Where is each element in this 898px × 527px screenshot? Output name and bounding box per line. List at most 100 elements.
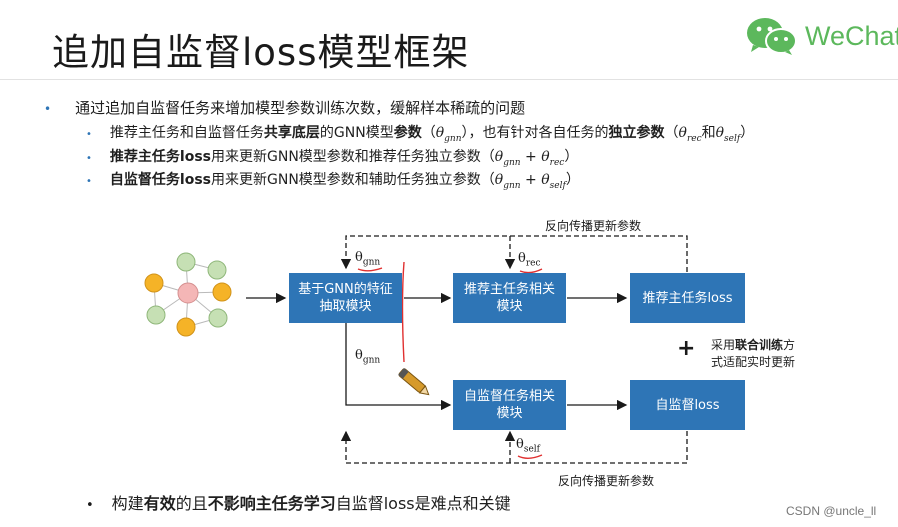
text-run: 的且 [175, 494, 208, 513]
theta-gnn-top: θgnn [355, 250, 380, 268]
bullet-dot-icon: • [86, 498, 94, 513]
math-symbol: θ [355, 348, 363, 363]
theta-gnn-mid: θgnn [355, 348, 380, 366]
math-theta-gnn: θgnn [494, 172, 521, 191]
text-run: ），也有针对各自任务的 [461, 125, 609, 141]
csdn-credit: CSDN @uncle_ll [786, 504, 877, 518]
math-subscript: rec [549, 157, 565, 168]
math-theta-rec: θrec [678, 125, 702, 144]
bold-run: 有效 [143, 494, 176, 513]
math-theta-gnn: θgnn [495, 149, 521, 168]
ssl-task-label: 自监督任务相关模块 [464, 388, 555, 422]
bold-run: 自监督任务loss [109, 172, 211, 188]
graph-node [176, 252, 196, 272]
bullet-main-text: 通过追加自监督任务来增加模型参数训练次数，缓解样本稀疏的问题 [75, 99, 526, 117]
red-annotations [357, 261, 543, 459]
math-subscript: rec [686, 133, 702, 144]
text-run: 推荐主任务和自监督任务 [109, 125, 264, 141]
graph-node [207, 260, 227, 280]
footer-bullet: • 构建有效的且不影响主任务学习自监督loss是难点和关键 [86, 490, 511, 514]
text-run: 用来更新GNN模型参数和辅助任务独立参数（ [211, 172, 495, 188]
graph-node [176, 317, 196, 337]
math-theta-self: θself [541, 172, 566, 191]
graph-node-center [177, 282, 199, 304]
backprop-bottom-path [340, 430, 688, 464]
math-subscript: gnn [503, 157, 521, 168]
text-run: （ [421, 125, 436, 141]
label-line: 自监督任务相关 [463, 389, 555, 404]
math-subscript: gnn [362, 257, 381, 268]
ssl-loss-box: 自监督loss [630, 380, 745, 430]
math-theta-self: θself [715, 125, 741, 144]
label-line: 抽取模块 [319, 299, 372, 314]
text-run: + [520, 172, 542, 188]
bold-run: 不影响主任务学习 [207, 494, 336, 513]
graph-node [144, 273, 164, 293]
text-run: ） [564, 149, 579, 165]
text-run: 用来更新GNN模型参数和推荐任务独立参数（ [211, 149, 495, 165]
math-symbol: θ [715, 125, 725, 141]
text-run: + [520, 149, 542, 165]
math-symbol: θ [518, 251, 526, 266]
pen-icon [398, 368, 430, 396]
wechat-logo-text: WeChat [805, 20, 898, 51]
sub-bullet-1-text: 推荐主任务和自监督任务共享底层的GNN模型参数（θgnn），也有针对各自任务的独… [110, 122, 754, 144]
rec-task-module: 推荐主任务相关模块 [453, 273, 566, 323]
wechat-icon [747, 18, 797, 55]
sub-bullet-rec-loss: • 推荐主任务loss用来更新GNN模型参数和推荐任务独立参数（θgnn + θ… [86, 146, 578, 168]
bullet-dot-icon: • [86, 176, 92, 187]
label-line: 模块 [496, 406, 523, 421]
math-theta-rec: θrec [541, 149, 565, 168]
math-subscript: rec [525, 258, 541, 269]
sub-bullet-ssl-loss: • 自监督任务loss用来更新GNN模型参数和辅助任务独立参数（θgnn + θ… [86, 169, 580, 191]
rec-task-label: 推荐主任务相关模块 [464, 281, 555, 315]
wechat-logo: WeChat [745, 16, 898, 56]
text-run: 方 [783, 338, 796, 352]
backprop-bottom-label: 反向传播更新参数 [558, 474, 655, 488]
joint-training-note: 采用联合训练方 式适配实时更新 [711, 337, 795, 371]
text-run: 采用 [711, 338, 736, 352]
math-symbol: θ [494, 172, 504, 188]
text-run: 的GNN模型 [319, 125, 394, 141]
bullet-dot-icon: • [86, 153, 92, 164]
bullet-dot-icon: • [44, 102, 52, 116]
math-subscript: gnn [503, 180, 521, 191]
joint-line-2: 式适配实时更新 [711, 355, 796, 369]
text-run: ） [740, 125, 755, 141]
title-divider [0, 79, 898, 80]
text-run: 和 [701, 125, 716, 141]
math-subscript: gnn [444, 133, 462, 144]
ssl-task-module: 自监督任务相关模块 [453, 380, 566, 430]
graph-nodes [144, 252, 232, 337]
rec-loss-box: 推荐主任务loss [630, 273, 745, 323]
math-subscript: self [724, 133, 741, 144]
sub-bullet-3-text: 自监督任务loss用来更新GNN模型参数和辅助任务独立参数（θgnn + θse… [110, 169, 580, 191]
sub-bullet-2-text: 推荐主任务loss用来更新GNN模型参数和推荐任务独立参数（θgnn + θre… [110, 146, 578, 168]
backprop-top-label: 反向传播更新参数 [545, 219, 642, 233]
bullet-main: • 通过追加自监督任务来增加模型参数训练次数，缓解样本稀疏的问题 [44, 97, 525, 118]
label-line: 模块 [496, 299, 523, 314]
theta-self: θself [516, 437, 540, 455]
bold-run: 推荐主任务loss [109, 149, 211, 165]
math-theta-gnn: θgnn [435, 125, 462, 144]
math-symbol: θ [435, 125, 445, 141]
label-line: 基于GNN的特征 [298, 282, 393, 297]
graph-node [212, 282, 232, 302]
text-run: ） [565, 172, 580, 188]
bold-run: 参数 [393, 125, 422, 141]
arrow-gnn-to-ssl [345, 323, 452, 411]
backprop-top-path [340, 235, 688, 272]
math-symbol: θ [541, 149, 550, 165]
math-symbol: θ [355, 250, 363, 265]
math-symbol: θ [541, 172, 550, 188]
text-run: 自监督loss是难点和关键 [335, 494, 511, 513]
bold-run: 共享底层 [263, 125, 320, 141]
sub-bullet-shared-params: • 推荐主任务和自监督任务共享底层的GNN模型参数（θgnn），也有针对各自任务… [86, 122, 754, 144]
gnn-feature-module: 基于GNN的特征抽取模块 [289, 273, 402, 323]
graph-node [146, 305, 166, 325]
theta-rec: θrec [518, 251, 541, 269]
label-line: 推荐主任务相关 [463, 282, 555, 297]
math-symbol: θ [678, 125, 687, 141]
text-run: 构建 [111, 494, 144, 513]
